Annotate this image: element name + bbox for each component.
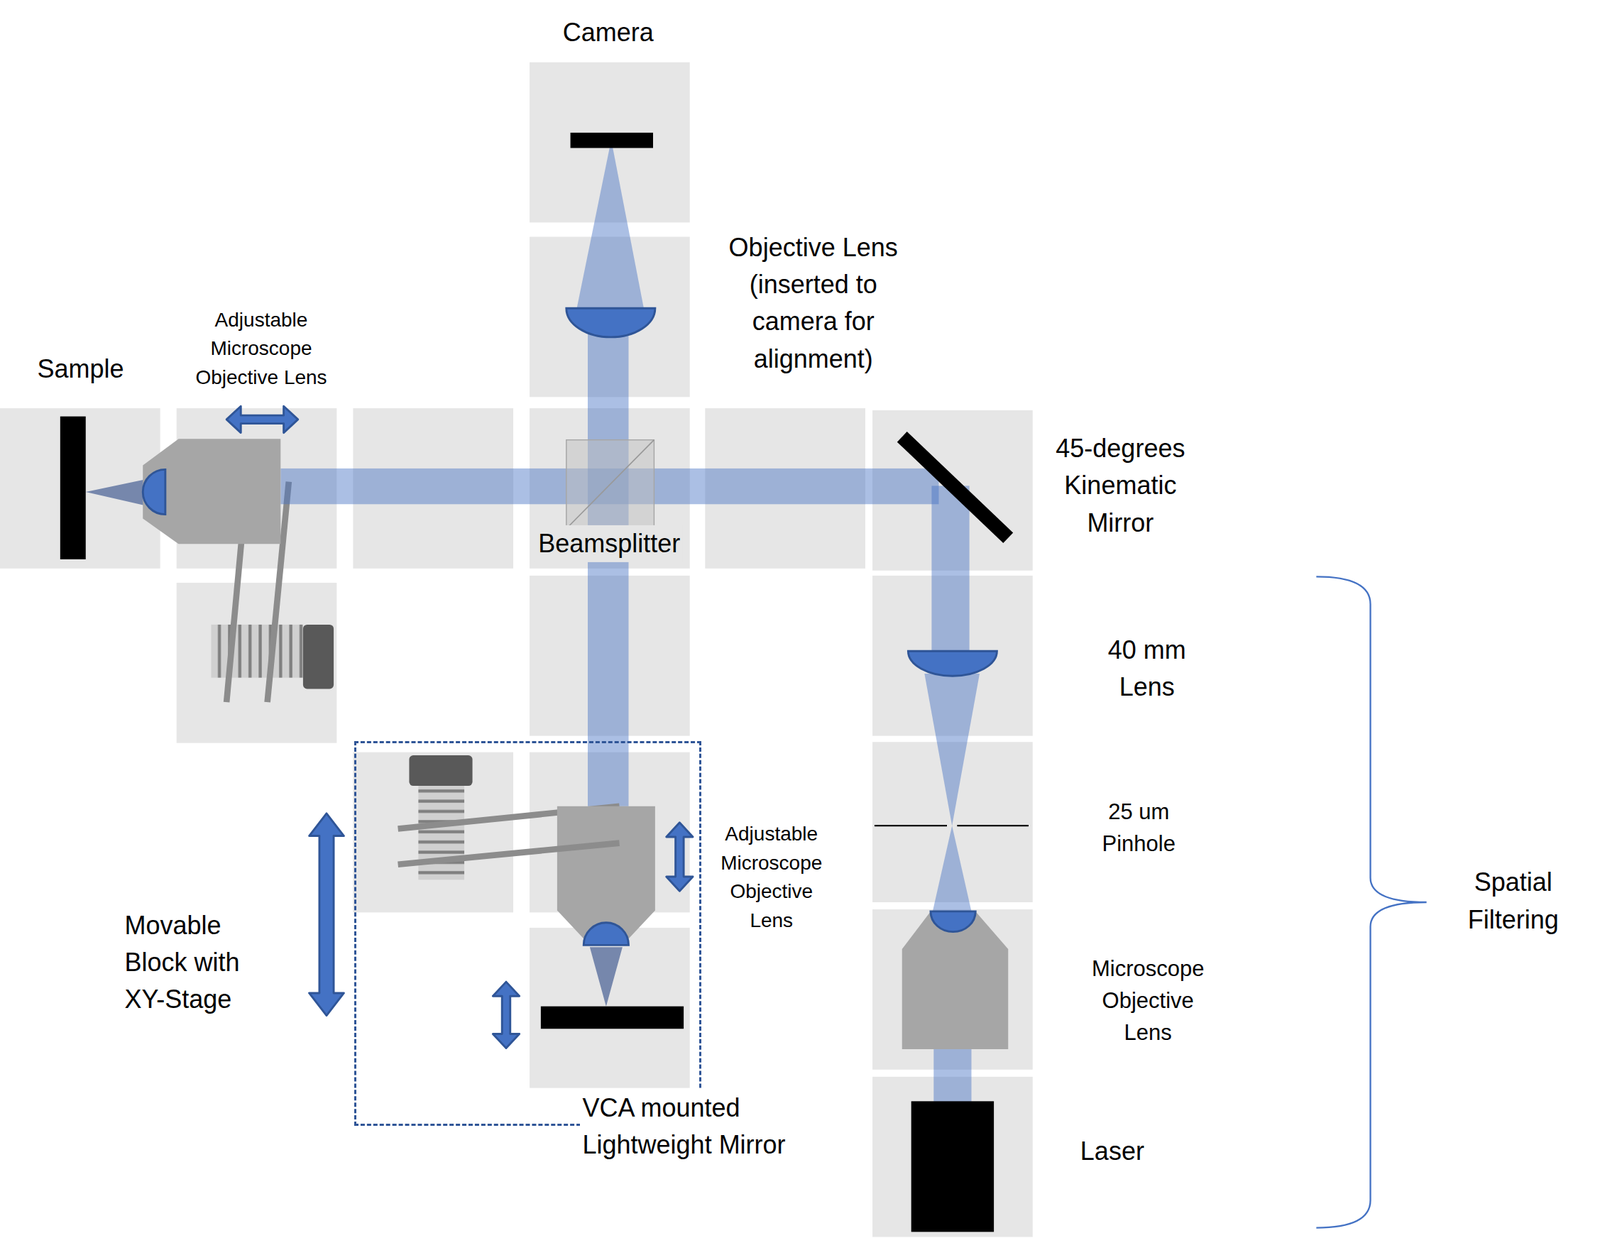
component-label: Laser — [1080, 1132, 1145, 1170]
lever-rod — [398, 843, 620, 865]
component-label: Sample — [37, 350, 125, 388]
tile — [0, 408, 161, 569]
component-label: Camera — [562, 14, 654, 52]
screw-thread — [211, 624, 304, 678]
laser-beam — [931, 485, 969, 654]
objective-body — [902, 911, 1009, 1050]
tile — [872, 909, 1033, 1070]
component-label: Beamsplitter — [535, 525, 683, 563]
laser-beam — [932, 825, 972, 912]
group-label: Movable Block with XY-Stage — [124, 906, 278, 1018]
group-box: Movable Block with XY-Stage — [354, 741, 702, 1126]
lens — [583, 922, 629, 946]
screw-head — [408, 755, 473, 786]
objective-body — [142, 438, 281, 544]
component-label: Spatial Filtering — [1449, 863, 1578, 938]
kinematic-mirror — [902, 436, 1009, 538]
laser-beam — [587, 324, 629, 807]
component-label: Microscope Objective Lens — [1080, 953, 1216, 1050]
screw-head — [303, 624, 334, 690]
laser-beam — [924, 673, 980, 826]
motion-arrows — [226, 406, 693, 1048]
lens — [142, 469, 166, 514]
lens — [566, 308, 656, 338]
screw-thread — [418, 785, 465, 880]
component-label: Adjustable Microscope Objective Lens — [709, 819, 834, 935]
component-label: 25 um Pinhole — [1085, 796, 1192, 861]
laser-body — [911, 1100, 994, 1232]
beamsplitter-cube — [566, 440, 655, 529]
pinhole-plate — [956, 824, 1029, 827]
double-arrow — [666, 822, 693, 891]
laser-beam — [933, 1049, 972, 1103]
focus-cone — [85, 479, 145, 506]
beamsplitter-diagonal — [566, 440, 655, 529]
component-label: 40 mm Lens — [1097, 631, 1197, 705]
pinhole-plate — [874, 824, 947, 827]
sample-plate — [60, 416, 86, 560]
tile — [529, 927, 690, 1089]
tile — [176, 582, 338, 744]
lens — [907, 650, 997, 676]
laser-beam — [573, 139, 648, 325]
camera-sensor — [570, 132, 654, 149]
beams — [280, 139, 980, 1103]
tiles — [0, 62, 1033, 1238]
component-label: 45-degrees Kinematic Mirror — [1042, 430, 1199, 542]
component-label: Objective Lens (inserted to camera for a… — [717, 229, 910, 378]
tile — [352, 752, 514, 913]
double-arrow — [309, 813, 345, 1016]
component-label: VCA mounted Lightweight Mirror — [579, 1089, 835, 1164]
double-arrow — [492, 981, 519, 1048]
lens — [930, 911, 976, 933]
focus-cone — [589, 946, 623, 1006]
vca-mirror — [540, 1006, 684, 1030]
component-label: Adjustable Microscope Objective Lens — [176, 305, 347, 393]
bracket — [1316, 576, 1427, 1228]
double-arrow — [226, 406, 299, 433]
